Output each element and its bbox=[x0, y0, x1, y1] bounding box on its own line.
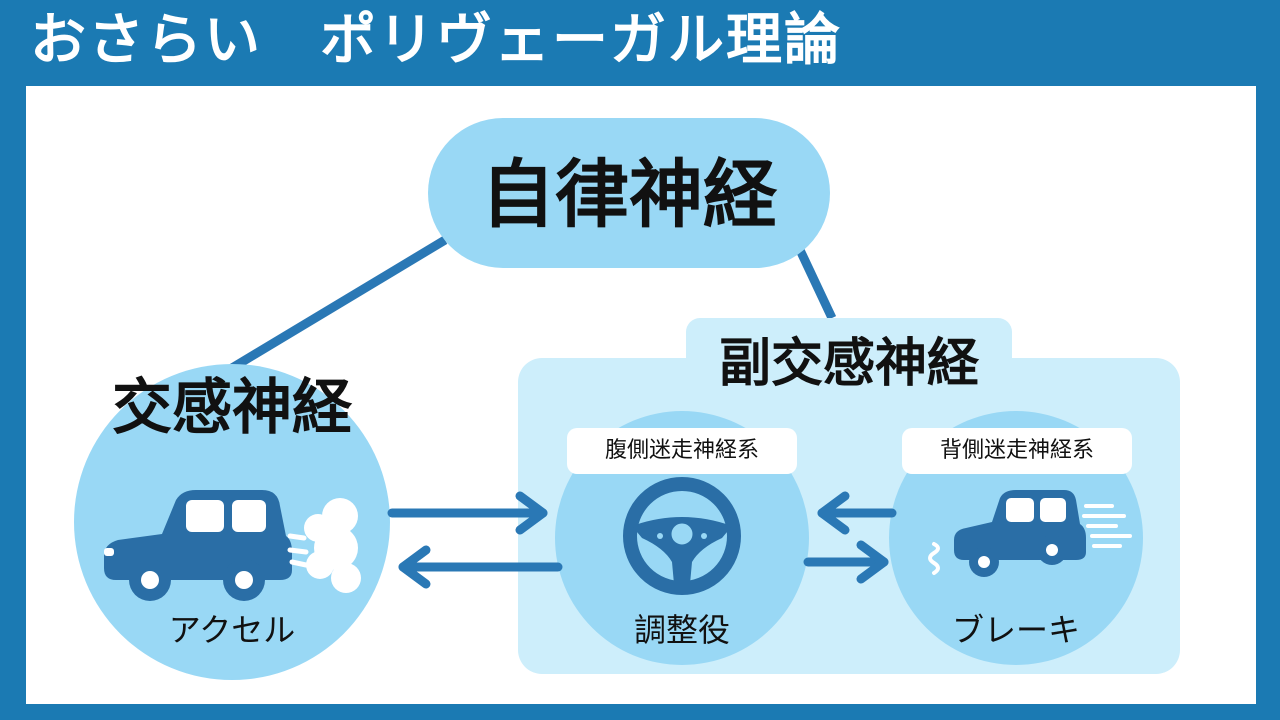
autonomic-node-label: 自律神経 bbox=[481, 152, 777, 238]
regulator-caption: 調整役 bbox=[633, 611, 730, 649]
car-accelerating-icon bbox=[104, 490, 361, 601]
connector-autonomic-parasympathetic bbox=[795, 248, 837, 320]
connector-autonomic-sympathetic bbox=[229, 236, 448, 372]
parasympathetic-node-label: 副交感神経 bbox=[718, 334, 979, 394]
arrow-dorsal-to-ventral bbox=[817, 491, 897, 535]
dorsal-vagal-label: 背側迷走神経系 bbox=[902, 428, 1132, 474]
arrow-sympathetic-to-ventral bbox=[387, 491, 548, 535]
ventral-vagal-label: 腹側迷走神経系 bbox=[567, 428, 797, 474]
arrow-ventral-to-sympathetic bbox=[398, 545, 563, 589]
page-title: おさらい ポリヴェーガル理論 bbox=[30, 8, 842, 73]
parasympathetic-label-bg bbox=[686, 318, 1012, 398]
car-braking-icon bbox=[928, 490, 1132, 577]
brake-caption: ブレーキ bbox=[951, 611, 1080, 649]
autonomic-node bbox=[428, 118, 830, 268]
steering-wheel-icon bbox=[623, 477, 741, 595]
arrow-ventral-to-dorsal bbox=[803, 540, 889, 584]
accelerator-caption: アクセル bbox=[168, 611, 296, 649]
sympathetic-node-label: 交感神経 bbox=[112, 373, 352, 443]
